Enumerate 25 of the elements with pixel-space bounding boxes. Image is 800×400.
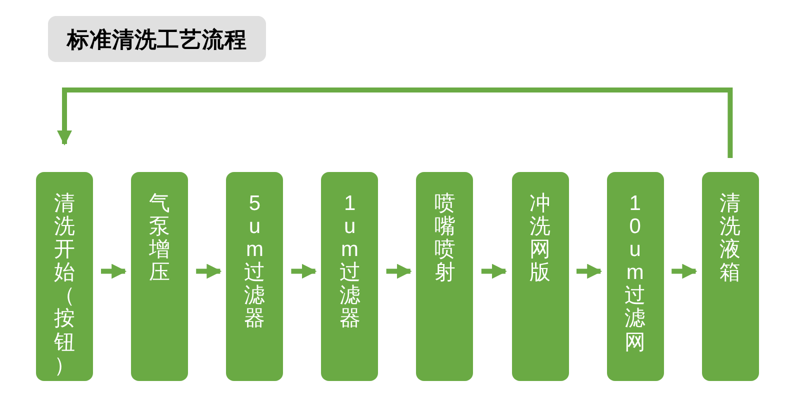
process-box <box>131 172 188 381</box>
step-label: 5um过滤器 <box>244 192 266 332</box>
process-box <box>36 172 93 381</box>
process-box <box>321 172 378 381</box>
step-label: 喷嘴喷射 <box>434 192 456 286</box>
process-box <box>606 172 664 381</box>
arrow <box>57 88 733 158</box>
step-label: 清洗开始（按钮） <box>54 192 75 379</box>
arrow <box>481 264 507 279</box>
arrow <box>672 264 698 279</box>
process-box <box>702 172 759 381</box>
arrow <box>386 264 412 279</box>
process-box <box>226 172 284 381</box>
arrow <box>196 264 222 279</box>
arrow <box>101 264 127 279</box>
step-label: 气泵增压 <box>149 192 170 286</box>
title: 标准清洗工艺流程 <box>48 16 266 62</box>
arrow <box>291 264 317 279</box>
step-label: 1um过滤器 <box>339 192 360 332</box>
arrow <box>576 264 602 279</box>
process-box <box>416 172 474 381</box>
step-label: 10um过滤网 <box>624 192 646 356</box>
step-label: 冲洗网版 <box>530 192 550 286</box>
process-box <box>512 172 568 381</box>
step-label: 清洗液箱 <box>720 192 741 286</box>
